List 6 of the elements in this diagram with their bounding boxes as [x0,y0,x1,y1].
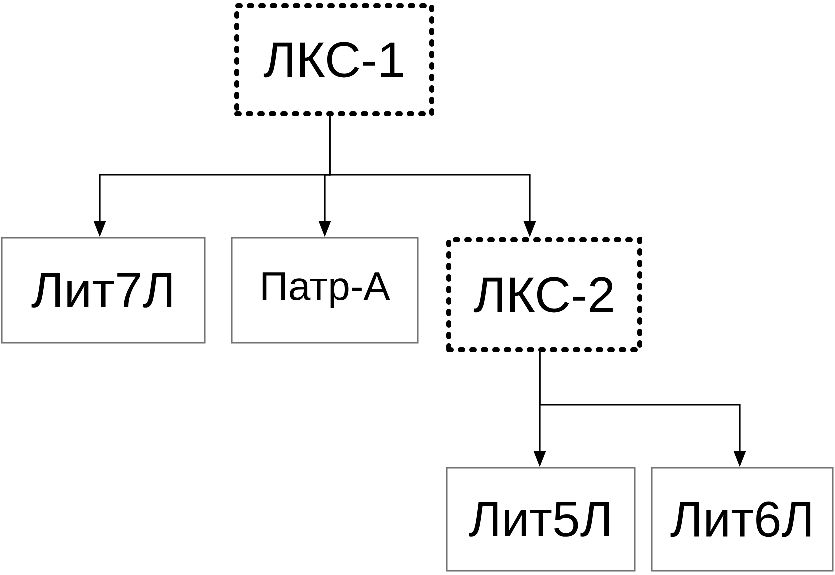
label-box: Лит7Л [1,237,206,344]
label-box: Лит6Л [651,467,834,572]
dotted-box: ЛКС-1 [234,4,434,116]
dotted-box: ЛКС-2 [446,238,642,352]
label-box: Патр-А [231,237,419,344]
label-box: Лит5Л [446,467,636,572]
